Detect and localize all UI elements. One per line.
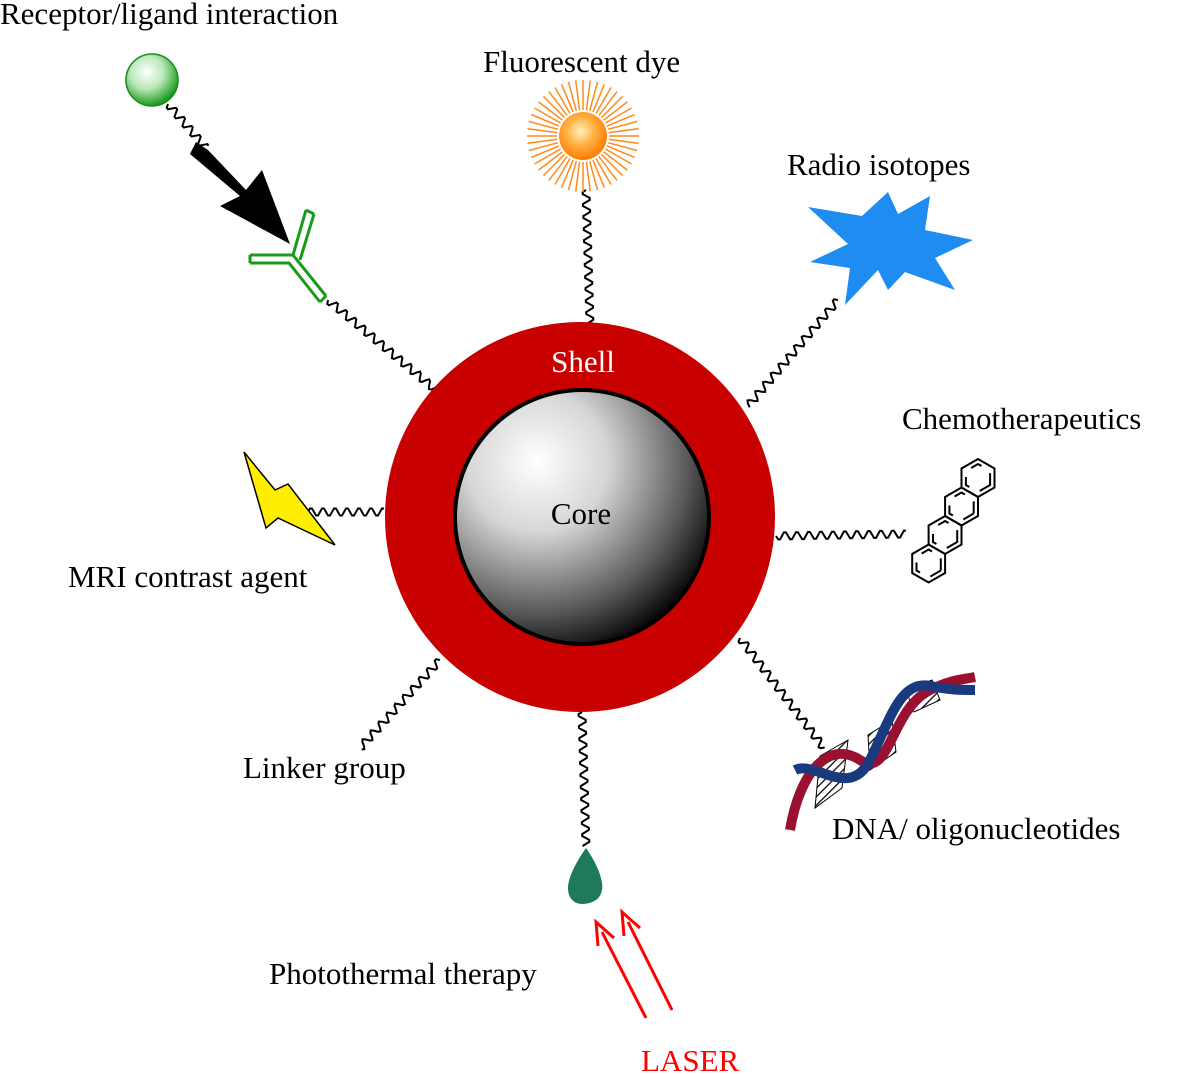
laser-arrows-icon [594,908,674,1019]
dye-ray [531,113,560,127]
dye-ray [548,156,568,181]
dye-ray [527,138,558,145]
hexagon-ring-inner [932,519,959,551]
hexagon-ring [911,543,947,584]
linker-group-lines [165,103,906,847]
dye-ray [554,87,571,114]
dna-oligonucleotides-label: DNA/ oligonucleotides [832,811,1120,846]
dye-ray [531,145,560,159]
dye-ray [560,84,574,113]
dna-helix-icon [785,672,976,831]
dye-ray [606,145,635,159]
fluorescent-dye-label: Fluorescent dye [483,44,680,79]
dye-ray [560,159,574,188]
dye-ball [559,112,607,160]
radio-isotope-star-icon [808,192,973,305]
shell-label: Shell [551,344,615,379]
dye-ray [528,141,559,152]
dye-ray [588,81,599,112]
linker-dna [737,637,825,750]
dye-ray [567,81,578,112]
linker-receptor [165,103,210,147]
dye-ray [567,160,578,191]
dye-ray [592,84,606,113]
dye-ray [585,161,592,192]
linker-free [361,658,441,751]
mri-contrast-label: MRI contrast agent [68,559,308,594]
receptor-ligand-label: Receptor/ligand interaction [0,0,339,31]
dye-ray [554,158,571,185]
dye-ray [585,80,592,111]
radio-isotopes-label: Radio isotopes [787,147,970,182]
dye-ray [605,107,632,124]
chemotherapeutics-label: Chemotherapeutics [902,401,1141,436]
dye-ray [588,160,599,191]
dye-ray [606,113,635,127]
dye-ray [608,127,639,134]
dye-ray [595,87,612,114]
linker-group-label: Linker group [243,750,406,785]
anthracene-ring-icon [911,457,996,584]
hexagon-ring-inner [964,462,992,494]
dye-ray [607,141,638,152]
dye-ray [598,91,618,116]
dye-ray [600,153,624,177]
dye-ray [542,153,566,177]
dye-ray [603,151,628,171]
hexagon-ring-inner [948,491,975,522]
dye-ray [534,148,561,165]
linker-fluorescent [581,189,595,325]
laser-label: LASER [641,1043,740,1074]
linker-radio [746,298,839,408]
dye-ray [605,148,632,165]
dye-ray [607,120,638,131]
dye-ray [603,101,628,121]
antibody-icon [248,208,328,304]
dye-ray [574,161,581,192]
dye-ray [592,159,606,188]
dye-ray [574,80,581,111]
hexagon-ring-inner [915,548,942,579]
linker-mri [301,507,384,517]
dye-ray [600,95,624,119]
arrow-icon [190,142,290,244]
photothermal-drop-icon [568,848,603,904]
dye-ray [534,107,561,124]
core-label: Core [551,496,611,531]
dye-ray [538,101,563,121]
linker-antibody [326,299,439,391]
photothermal-therapy-label: Photothermal therapy [269,956,537,991]
receptor-ligand-sphere-icon [125,53,179,107]
lightning-bolt-icon [243,451,336,546]
dye-ray [608,138,639,145]
linker-photothermal [577,711,591,847]
fluorescent-sun-icon [527,80,639,192]
dye-ray [538,151,563,171]
dye-ray [527,127,558,134]
dye-ray [595,158,612,185]
dye-ray [542,95,566,119]
linker-chemo [775,529,906,541]
core [457,392,707,642]
dye-ray [548,91,568,116]
dye-ray [598,156,618,181]
dye-ray [528,120,559,131]
